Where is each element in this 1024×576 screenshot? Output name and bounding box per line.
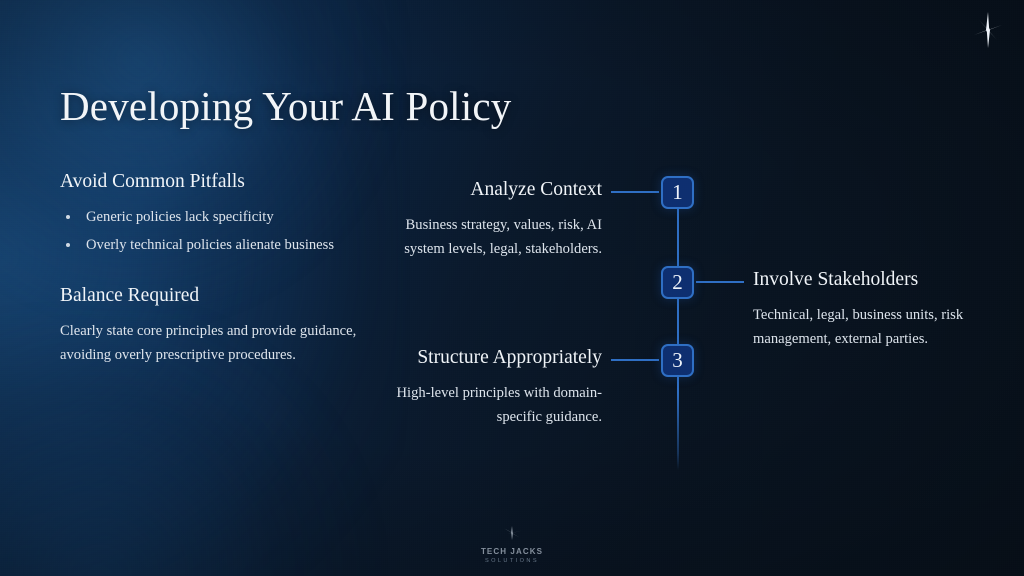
- list-item: Overly technical policies alienate busin…: [60, 234, 372, 256]
- pitfalls-bullet-list: Generic policies lack specificity Overly…: [60, 206, 372, 255]
- timeline-step-2: Involve Stakeholders Technical, legal, b…: [753, 268, 979, 351]
- timeline-step-1-description: Business strategy, values, risk, AI syst…: [404, 217, 602, 257]
- list-item: Generic policies lack specificity: [60, 206, 372, 228]
- timeline-step-2-title: Involve Stakeholders: [753, 269, 919, 290]
- sparkle-star-icon: [974, 12, 1002, 48]
- timeline-connector-1: [611, 191, 659, 193]
- footer-logo: TECH JACKS SOLUTIONS: [464, 525, 560, 564]
- section-heading-pitfalls: Avoid Common Pitfalls: [60, 171, 245, 192]
- footer-logo-subtitle: SOLUTIONS: [485, 558, 539, 564]
- timeline-step-3-title: Structure Appropriately: [417, 347, 602, 368]
- footer-logo-name: TECH JACKS: [480, 547, 544, 556]
- left-section-balance: Balance Required Clearly state core prin…: [60, 284, 372, 368]
- timeline-step-2-description: Technical, legal, business units, risk m…: [753, 307, 964, 347]
- section-body-balance: Clearly state core principles and provid…: [60, 323, 357, 363]
- timeline-badge-2: 2: [661, 266, 694, 299]
- timeline-step-1-title: Analyze Context: [470, 179, 602, 200]
- timeline-axis-line: [677, 192, 679, 470]
- timeline-connector-2: [696, 281, 744, 283]
- timeline-step-1: Analyze Context Business strategy, value…: [386, 178, 602, 261]
- sparkle-star-icon: [502, 526, 522, 540]
- timeline-step-3: Structure Appropriately High-level princ…: [386, 346, 602, 429]
- left-section-pitfalls: Avoid Common Pitfalls Generic policies l…: [60, 170, 372, 256]
- timeline-step-3-description: High-level principles with domain-specif…: [396, 385, 602, 425]
- timeline-badge-1: 1: [661, 176, 694, 209]
- left-column: Avoid Common Pitfalls Generic policies l…: [60, 170, 372, 367]
- section-heading-balance: Balance Required: [60, 284, 200, 306]
- timeline-badge-3: 3: [661, 344, 694, 377]
- timeline-connector-3: [611, 359, 659, 361]
- page-title: Developing Your AI Policy: [60, 83, 512, 129]
